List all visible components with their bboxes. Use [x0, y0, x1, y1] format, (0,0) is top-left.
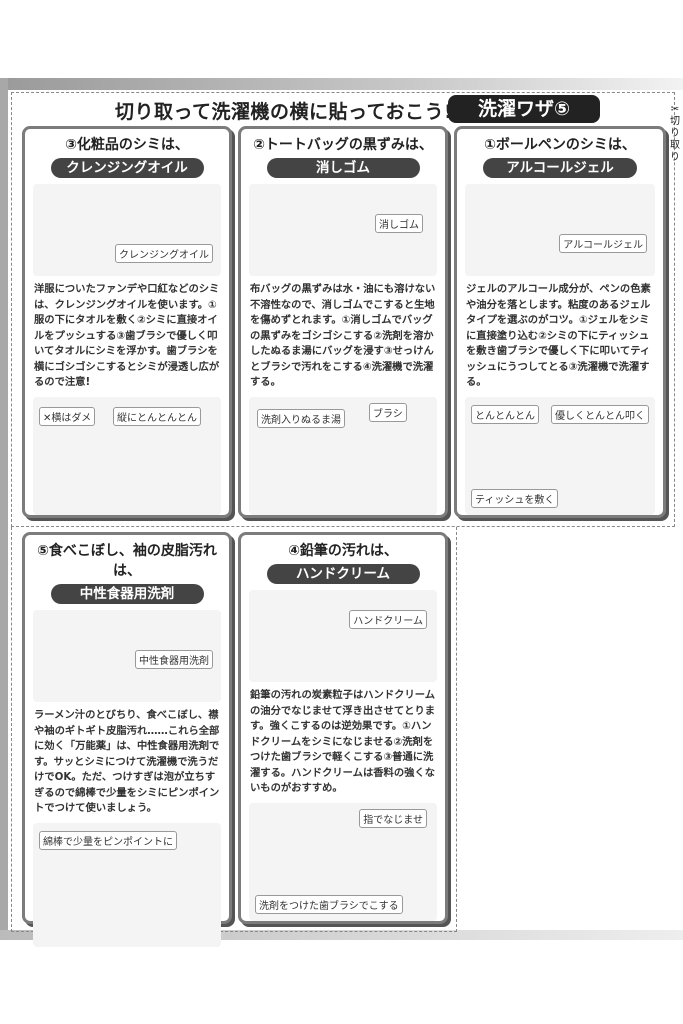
headline: 切り取って洗濯機の横に貼っておこう! — [115, 101, 454, 123]
note: とんとんとん — [471, 404, 539, 424]
illustration-shirt-oil: クレンジングオイル — [33, 184, 221, 276]
remedy-pill: ハンドクリーム — [266, 564, 420, 584]
card-text: 洋服についたファンデや口紅などのシミは、クレンジングオイルを使います。①服の下に… — [34, 283, 220, 388]
illustration-tapping: とんとんとん 優しくとんとん叩く ティッシュを敷く — [465, 396, 655, 515]
card-text: ラーメン汁のとびちり、食べこぼし、襟や袖のギトギト皮脂汚れ……これら全部に効く「… — [34, 709, 220, 814]
illustration-brushing: ✕横はダメ 縦にとんとんとん — [33, 396, 221, 515]
note: ブラシ — [369, 402, 407, 422]
tip-card-pencil: ④鉛筆の汚れは、 ハンドクリーム ハンドクリーム 鉛筆の汚れの炭素粒子はハンドク… — [238, 532, 448, 924]
note: ✕横はダメ — [39, 406, 96, 426]
illustration-hand-cream: ハンドクリーム — [249, 590, 437, 682]
series-badge: 洗濯ワザ⑤ — [448, 95, 600, 123]
product-label: 消しゴム — [375, 214, 423, 233]
cut-line — [11, 527, 457, 932]
illustration-tote-eraser: 消しゴム — [249, 184, 437, 276]
illustration-tshirt-detergent: 中性食器用洗剤 — [33, 610, 221, 702]
note: 指でなじませ — [359, 808, 427, 828]
note: 縦にとんとんとん — [113, 406, 201, 426]
cut-here-label: ✂切り取り — [670, 104, 680, 163]
tip-card-cosmetics: ③化粧品のシミは、 クレンジングオイル クレンジングオイル 洋服についたファンデ… — [22, 126, 232, 518]
bottom-band — [0, 930, 683, 940]
note: ティッシュを敷く — [471, 488, 559, 508]
remedy-pill: 中性食器用洗剤 — [50, 584, 204, 604]
note: 洗剤入りぬるま湯 — [257, 408, 345, 428]
note: 優しくとんとん叩く — [551, 404, 649, 424]
product-label: クレンジングオイル — [115, 244, 213, 263]
tip-card-ballpen: ①ボールペンのシミは、 アルコールジェル アルコールジェル ジェルのアルコール成… — [454, 126, 666, 518]
product-label: アルコールジェル — [559, 234, 647, 253]
top-band — [0, 78, 683, 90]
cut-line — [11, 92, 675, 527]
product-label: 中性食器用洗剤 — [135, 650, 213, 669]
note: 綿棒で少量をピンポイントに — [39, 830, 177, 850]
remedy-pill: クレンジングオイル — [50, 158, 204, 178]
left-band — [0, 78, 8, 938]
tip-card-food: ⑤食べこぼし、袖の皮脂汚れは、 中性食器用洗剤 中性食器用洗剤 ラーメン汁のとび… — [22, 532, 232, 947]
illustration-soaking: 洗剤入りぬるま湯 ブラシ — [249, 396, 437, 515]
card-text: ジェルのアルコール成分が、ペンの色素や油分を落とします。粘度のあるジェルタイプを… — [466, 283, 651, 388]
illustration-gel: アルコールジェル — [465, 184, 655, 276]
tip-card-tote: ②トートバッグの黒ずみは、 消しゴム 消しゴム 布バッグの黒ずみは水・油にも溶け… — [238, 126, 448, 518]
remedy-pill: 消しゴム — [266, 158, 420, 178]
card-title: ③化粧品のシミは、 — [65, 137, 189, 153]
illustration-cotton-swab: 綿棒で少量をピンポイントに — [33, 822, 221, 947]
card-title: ⑤食べこぼし、袖の皮脂汚れは、 — [37, 543, 217, 579]
card-text: 布バッグの黒ずみは水・油にも溶けない不溶性なので、消しゴムでこすると生地を傷めず… — [250, 283, 436, 388]
card-title: ①ボールペンのシミは、 — [484, 137, 636, 153]
product-label: ハンドクリーム — [349, 610, 427, 629]
illustration-rubbing: 指でなじませ 洗剤をつけた歯ブラシでこする — [249, 802, 437, 921]
card-title: ④鉛筆の汚れは、 — [288, 543, 398, 559]
note: 洗剤をつけた歯ブラシでこする — [255, 894, 403, 914]
card-text: 鉛筆の汚れの炭素粒子はハンドクリームの油分でなじませて浮き出させてとります。強く… — [250, 689, 436, 794]
remedy-pill: アルコールジェル — [482, 158, 638, 178]
card-title: ②トートバッグの黒ずみは、 — [253, 137, 433, 153]
